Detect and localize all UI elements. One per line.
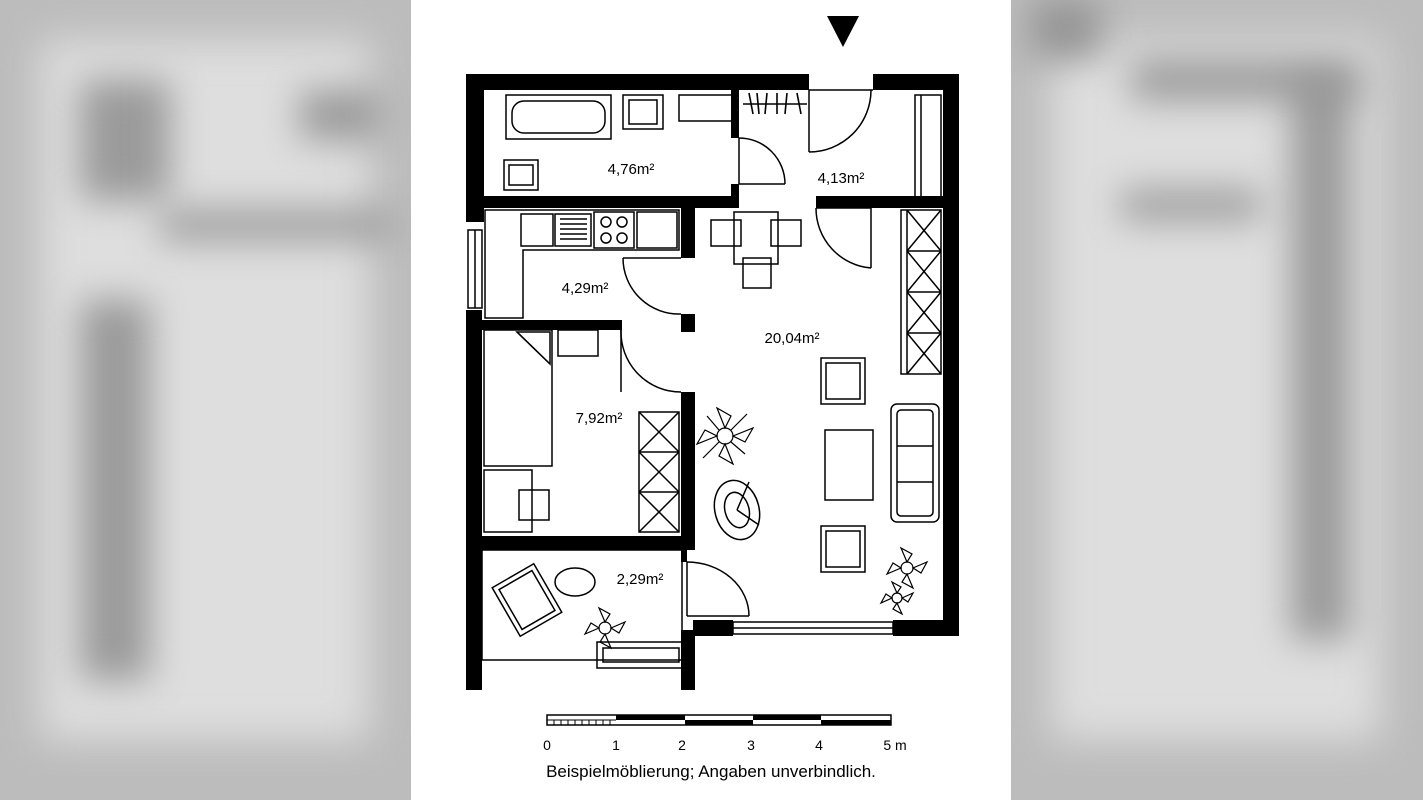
blurred-backdrop-left (0, 0, 411, 800)
windows (467, 229, 894, 635)
room-area-balcony: 2,29m² (617, 571, 664, 588)
hallway-shoe-cabinet (914, 94, 942, 198)
balcony-furniture (481, 549, 686, 669)
lounge-set (820, 357, 940, 573)
coat-rack (743, 92, 807, 115)
kitchen-fixtures (484, 209, 680, 319)
room-area-hallway: 4,13m² (818, 170, 865, 187)
scale-tick-1: 1 (612, 737, 620, 753)
plants (583, 406, 929, 650)
room-area-bedroom: 7,92m² (576, 410, 623, 427)
blurred-backdrop-right (1011, 0, 1423, 800)
bedroom-furniture (483, 329, 680, 533)
walls (466, 74, 959, 690)
room-area-bathroom: 4,76m² (608, 161, 655, 178)
bathroom-fixtures (503, 94, 734, 191)
disclaimer-caption: Beispielmöblierung; Angaben unverbindlic… (546, 762, 876, 781)
floorplan-drawing: 4,76m² 4,13m² 4,29m² 20,04m² 7,92m² 2,29… (466, 16, 959, 753)
room-area-living-room: 20,04m² (764, 330, 819, 347)
scale-bar: 0 1 2 3 4 5 m (543, 714, 907, 753)
room-labels: 4,76m² 4,13m² 4,29m² 20,04m² 7,92m² 2,29… (562, 161, 865, 588)
entrance-arrow (827, 16, 859, 47)
living-wall-unit (900, 209, 942, 375)
scale-tick-3: 3 (747, 737, 755, 753)
dining-set (710, 211, 802, 289)
rug (713, 479, 761, 541)
floorplan-sheet: 4,76m² 4,13m² 4,29m² 20,04m² 7,92m² 2,29… (411, 0, 1011, 800)
doors (620, 89, 873, 617)
scale-tick-5: 5 m (883, 737, 906, 753)
scale-tick-2: 2 (678, 737, 686, 753)
room-area-kitchen: 4,29m² (562, 280, 609, 297)
scale-tick-0: 0 (543, 737, 551, 753)
scale-tick-4: 4 (815, 737, 823, 753)
